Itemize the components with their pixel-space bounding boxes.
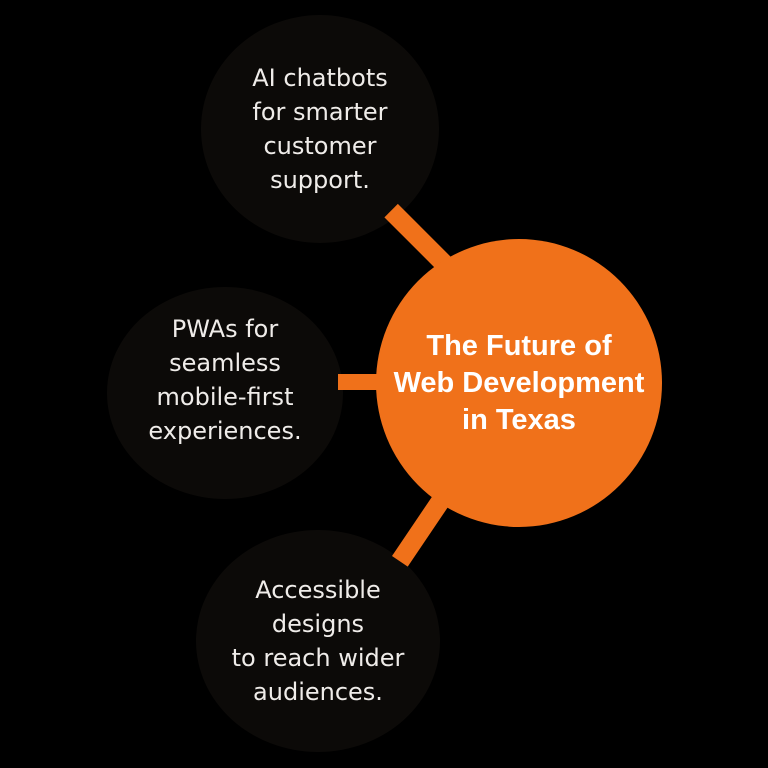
node-text-line: audiences.: [253, 678, 383, 706]
node-text-line: designs: [271, 610, 365, 638]
node-text-line: Accessible: [255, 576, 381, 604]
center-title-text: The Future of Web Development in Texas: [394, 328, 645, 439]
node-text-line: experiences.: [148, 417, 302, 445]
node-ai-chatbots-text: AI chatbots for smarter customer support…: [252, 61, 387, 197]
node-text-line: customer: [263, 132, 377, 160]
node-text-line: PWAs for: [171, 315, 279, 343]
node-text-line: AI chatbots: [252, 64, 388, 92]
center-title-line: The Future of: [426, 329, 612, 362]
connector-bottom-node: [391, 496, 449, 567]
node-pwas: PWAs for seamless mobile-first experienc…: [107, 287, 343, 499]
node-text-line: for smarter: [252, 98, 388, 126]
connector-middle-node: [338, 374, 386, 390]
node-text-line: support.: [270, 166, 370, 194]
center-title-line: in Texas: [462, 403, 576, 436]
center-title-line: Web Development: [393, 366, 645, 399]
node-pwas-text: PWAs for seamless mobile-first experienc…: [148, 312, 301, 448]
node-text-line: seamless: [169, 349, 281, 377]
node-accessible-designs: Accessible designs to reach wider audien…: [196, 530, 440, 752]
node-center-title: The Future of Web Development in Texas: [376, 239, 662, 527]
node-accessible-designs-text: Accessible designs to reach wider audien…: [232, 573, 405, 709]
node-text-line: mobile-first: [156, 383, 294, 411]
node-text-line: to reach wider: [231, 644, 405, 672]
